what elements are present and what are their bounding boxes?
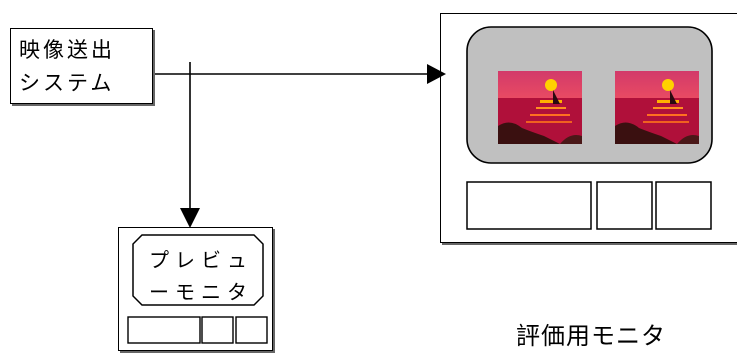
preview-monitor-screen (132, 234, 264, 306)
preview-monitor-control-small-2 (235, 316, 268, 344)
evaluation-monitor-frame (440, 13, 737, 243)
source-system-label-line1: 映像送出 (19, 38, 115, 62)
preview-monitor-control-small-1 (201, 316, 234, 344)
sunset-image-right (615, 71, 699, 144)
preview-monitor-control-wide (127, 316, 201, 344)
source-system-label-line2: システム (19, 71, 115, 95)
evaluation-monitor-control-small-1 (596, 181, 653, 230)
sunset-image-left (498, 71, 582, 144)
source-system-box (10, 28, 153, 104)
arrowhead-right (427, 64, 446, 84)
preview-monitor-frame (118, 227, 273, 351)
evaluation-monitor-control-wide (466, 181, 592, 230)
evaluation-monitor-caption: 評価用モニタ (516, 322, 666, 350)
preview-monitor-label-line1: プレビュ (149, 248, 253, 272)
evaluation-monitor-control-small-2 (655, 181, 712, 230)
preview-monitor-label-line2: ーモニタ (149, 280, 253, 304)
arrowhead-down (180, 208, 200, 228)
